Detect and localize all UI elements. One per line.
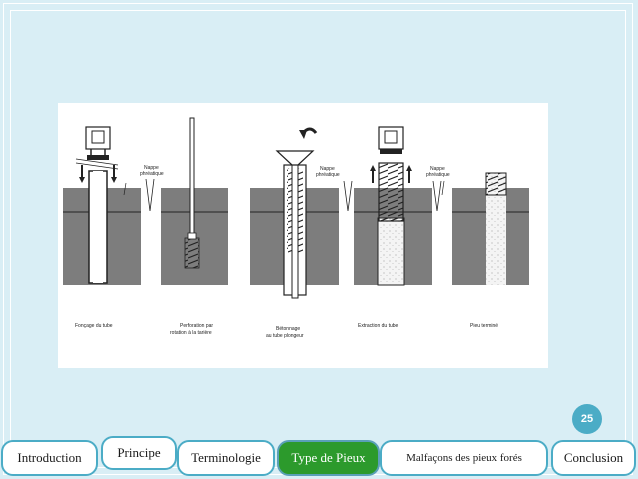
nav-malfacons-label: Malfaçons des pieux forés: [406, 452, 522, 464]
nav-terminologie-label: Terminologie: [191, 450, 261, 465]
nav-introduction-label: Introduction: [17, 450, 82, 465]
caption-stage-3-line1: Bétonnage: [276, 326, 300, 332]
nav-conclusion[interactable]: Conclusion: [551, 440, 636, 476]
nav-terminologie[interactable]: Terminologie: [177, 440, 275, 476]
nav-conclusion-label: Conclusion: [563, 450, 624, 465]
caption-stage-2-line1: Perforation par: [180, 323, 213, 329]
slide-number-badge: 25: [572, 404, 602, 434]
nav-type-de-pieux-label: Type de Pieux: [291, 450, 366, 465]
water-table-label-2b: phréatique: [316, 172, 340, 178]
caption-stage-5: Pieu terminé: [470, 323, 498, 329]
stage-4-tube-extraction: [354, 126, 445, 286]
nav-malfacons[interactable]: Malfaçons des pieux forés: [380, 440, 548, 476]
stage-5-finished-pile: [452, 172, 529, 285]
nav-principe[interactable]: Principe: [101, 436, 177, 470]
stage-2-auger-drilling: [161, 117, 228, 285]
nav-principe-label: Principe: [117, 445, 161, 460]
nav-introduction[interactable]: Introduction: [1, 440, 98, 476]
water-table-label-1b: phréatique: [140, 171, 164, 177]
nav-type-de-pieux[interactable]: Type de Pieux: [277, 440, 380, 476]
caption-stage-2-line2: rotation à la tarière: [170, 330, 212, 336]
water-table-label-3b: phréatique: [426, 172, 450, 178]
caption-stage-4: Extraction du tube: [358, 323, 399, 329]
stage-1-tube-driving: [63, 126, 141, 285]
water-table-label-2a: Nappe: [320, 166, 335, 172]
pile-construction-figure: Nappe phréatique Nappe phréatique Nappe …: [58, 103, 548, 368]
caption-stage-1: Fonçage du tube: [75, 323, 113, 329]
caption-stage-3-line2: au tube plongeur: [266, 333, 304, 339]
pile-stages-illustration: Nappe phréatique Nappe phréatique Nappe …: [63, 117, 529, 339]
stage-3-concreting: [250, 127, 339, 299]
water-table-label-3a: Nappe: [430, 166, 445, 172]
water-table-label-1a: Nappe: [144, 165, 159, 171]
